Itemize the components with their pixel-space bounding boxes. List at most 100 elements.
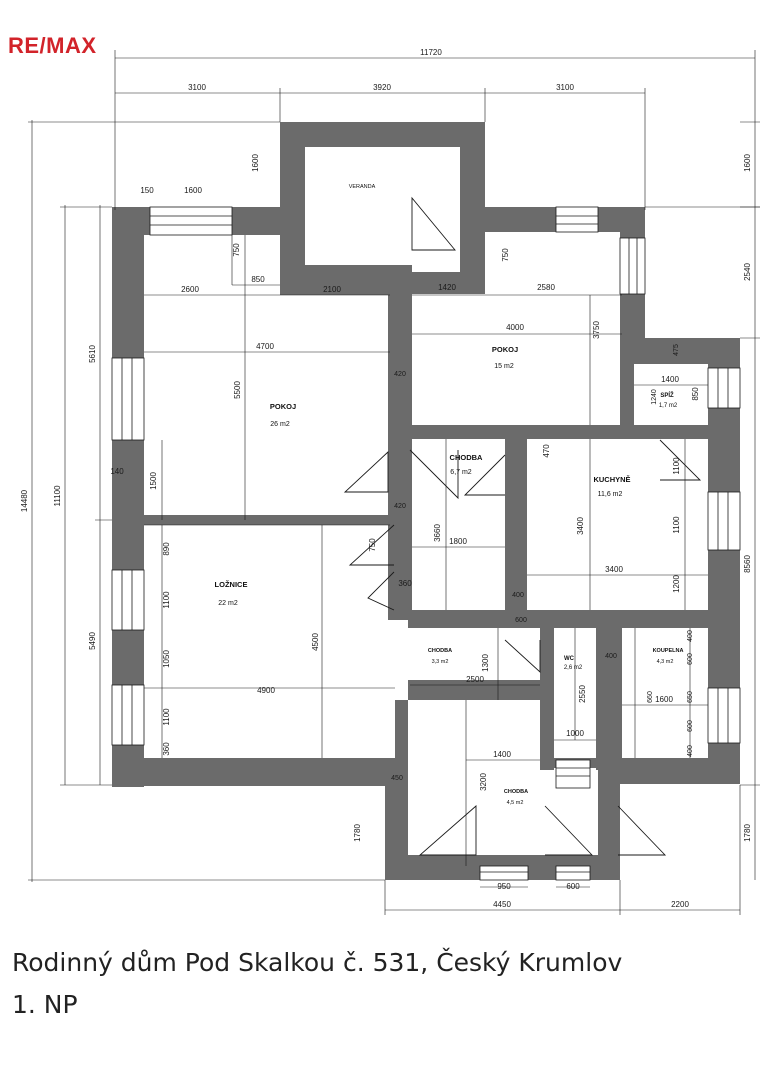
room-chodba-low-name: CHODBA [504,789,528,795]
dim-top-right: 3100 [556,83,574,92]
dim-600-a: 600 [515,617,527,624]
room-kuchyne-area: 11,6 m2 [598,491,623,498]
dim-1100-a: 1100 [672,457,681,475]
room-chodba-mid-area: 3,3 m2 [432,659,449,665]
dim-1600-k: 1600 [655,695,673,704]
dim-650: 650 [687,691,694,703]
dim-360: 360 [398,579,412,588]
dim-1100-b: 1100 [672,516,681,534]
room-wc-area: 2,6 m2 [564,665,583,671]
room-wc-name: WC [564,656,575,662]
dim-470: 470 [542,444,551,458]
dim-1240: 1240 [651,389,658,405]
dim-600-d: 600 [566,882,580,891]
dim-3200: 3200 [479,773,488,791]
dim-2200: 2200 [671,900,689,909]
dim-3400-h: 3400 [605,565,623,574]
dim-750-a: 750 [232,243,241,257]
dim-veranda-left: 1600 [251,154,260,172]
dim-2550: 2550 [578,685,587,703]
room-pokoj-small-name: POKOJ [492,345,518,354]
dim-420-b: 420 [394,503,406,510]
dim-1100-d: 1100 [162,708,171,726]
dim-750-b: 750 [501,248,510,262]
dim-2580: 2580 [537,283,555,292]
dim-750-c: 750 [368,538,377,552]
room-kuchyne-name: KUCHYNĚ [593,475,630,484]
dim-8560: 8560 [743,555,752,573]
room-veranda-name: VERANDA [349,184,376,190]
dim-1780-left: 1780 [353,824,362,842]
plan-caption-title: Rodinný dům Pod Skalkou č. 531, Český Kr… [12,948,623,977]
dim-400-b: 400 [605,653,617,660]
dim-1200: 1200 [672,575,681,593]
room-chodba-main-area: 6,7 m2 [450,469,472,476]
dimension-labels-vertical: 1600 1600 2540 750 5500 1500 750 3750 47… [20,154,752,842]
room-chodba-main-name: CHODBA [450,453,483,462]
dim-1050: 1050 [162,650,171,668]
room-spiz-name: SPÍŽ [660,391,674,399]
dim-360-b: 360 [162,742,171,756]
room-koupelna-name: KOUPELNA [653,648,684,654]
dim-3750: 3750 [592,321,601,339]
dim-2540: 2540 [743,263,752,281]
dim-2100: 2100 [323,285,341,294]
room-spiz-area: 1,7 m2 [659,403,678,409]
room-labels: VERANDA POKOJ 26 m2 POKOJ 15 m2 SPÍŽ 1,7… [215,184,684,806]
dim-14480: 14480 [20,489,29,512]
dimension-lines [28,50,760,915]
dim-600-b: 600 [687,653,694,665]
dim-4900: 4900 [257,686,275,695]
dim-450: 450 [391,775,403,782]
dim-veranda-right: 1600 [743,154,752,172]
room-chodba-mid-name: CHODBA [428,648,452,654]
dim-4000: 4000 [506,323,524,332]
dim-600-c: 600 [687,720,694,732]
plan-caption-floor: 1. NP [12,990,78,1019]
dim-top-mid: 3920 [373,83,391,92]
dim-400-d: 400 [687,745,694,757]
dim-400-a: 400 [512,592,524,599]
dim-top-left: 3100 [188,83,206,92]
room-pokoj-large-name: POKOJ [270,402,296,411]
dim-win-offset: 150 [140,186,154,195]
dim-400-c: 400 [687,630,694,642]
dim-1780-right: 1780 [743,824,752,842]
dim-3660: 3660 [433,524,442,542]
dim-4500: 4500 [311,633,320,651]
walls [112,122,740,880]
dim-4450: 4450 [493,900,511,909]
dim-1100-c: 1100 [162,591,171,609]
dim-3400-v: 3400 [576,517,585,535]
dim-1300: 1300 [481,654,490,672]
dim-top-total: 11720 [420,48,442,57]
room-chodba-low-area: 4,5 m2 [507,800,524,806]
dim-2500: 2500 [466,675,484,684]
dim-140: 140 [110,467,124,476]
remax-logo: RE/MAX [8,33,97,58]
dim-950: 950 [497,882,511,891]
dim-win-width: 1600 [184,186,202,195]
room-loznice-area: 22 m2 [218,600,238,607]
dim-11100: 11100 [53,485,62,507]
dim-4700: 4700 [256,342,274,351]
dim-2600: 2600 [181,285,199,294]
dim-1420: 1420 [438,283,456,292]
room-pokoj-small-area: 15 m2 [494,363,514,370]
doors [343,196,702,856]
dim-1400-spiz: 1400 [661,375,679,384]
dim-850-spiz: 850 [691,387,700,401]
dim-5500: 5500 [233,381,242,399]
dim-1800: 1800 [449,537,467,546]
room-pokoj-large-area: 26 m2 [270,421,290,428]
dim-660: 660 [647,691,654,703]
dim-420-a: 420 [394,371,406,378]
room-koupelna-area: 4,3 m2 [657,659,674,665]
room-loznice-name: LOŽNICE [215,580,248,589]
dim-850: 850 [251,275,265,284]
dimension-labels: 11720 3100 3920 3100 150 1600 2600 2100 … [110,48,689,909]
dim-5610: 5610 [88,345,97,363]
dim-475: 475 [673,344,680,356]
dim-1400-c: 1400 [493,750,511,759]
